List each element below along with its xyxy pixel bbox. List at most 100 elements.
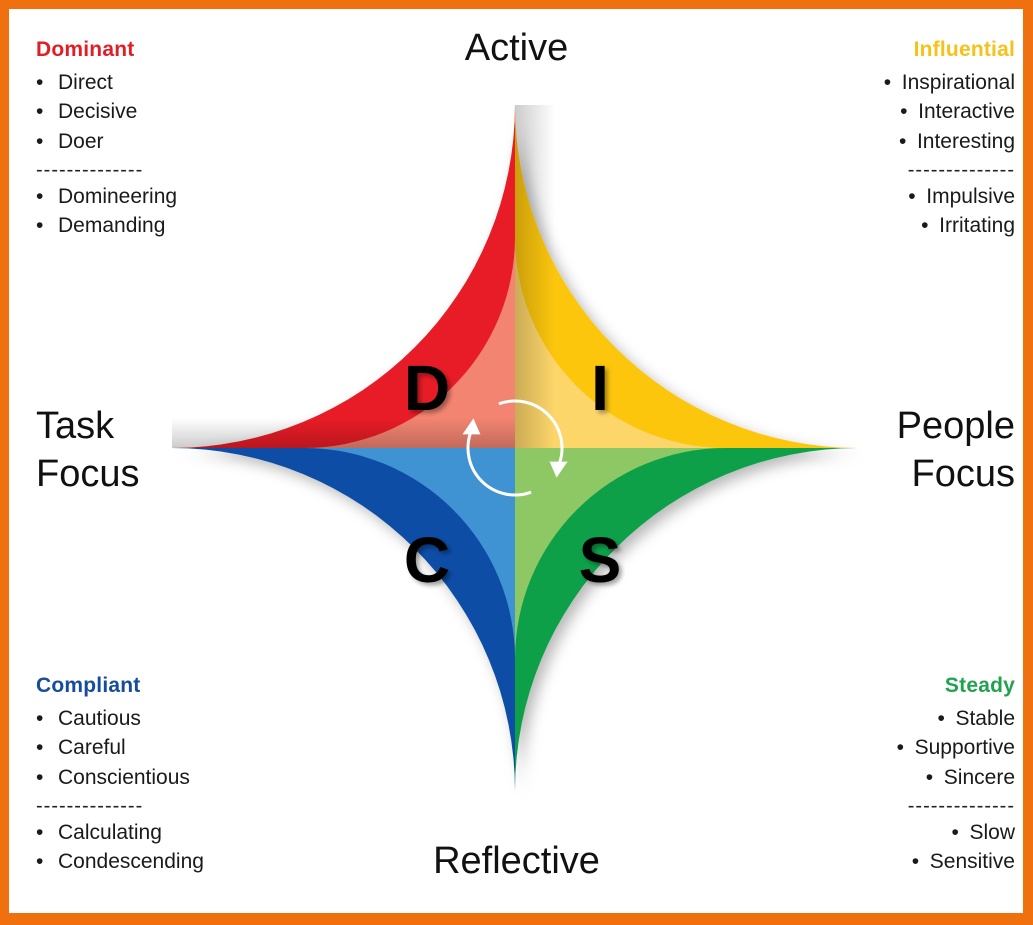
panel-title: Steady [944,674,1015,697]
list-item: •Conscientious [36,763,204,792]
list-item-label: Careful [58,736,126,760]
cycle-arc-upper [498,399,564,465]
arrowhead-down [549,461,568,478]
letter-influential: I [591,352,609,424]
list-item-label: Interactive [918,100,1015,124]
list-item-label: Condescending [58,850,204,874]
axis-label-people-focus: People Focus [897,402,1015,498]
axis-label-task-line1: Task [36,405,115,447]
list-item: • Doer [36,127,177,156]
list-item-label: Impulsive [926,184,1015,208]
list-item: • Cautious [36,704,204,733]
inner-sector-dominant [304,237,515,448]
panel-steady: Steady•Stable•Supportive•Sincere--------… [897,672,1015,876]
panel-title: Influential [913,38,1015,61]
dashed-separator: -------------- [907,794,1015,817]
list-item-label: Cautious [58,707,141,730]
seam-shade-vertical [515,105,555,448]
inner-sector-influential [515,237,726,448]
list-item: • Decisive [36,97,177,126]
ring-label-text: Influential [631,151,788,295]
list-item: •Careful [36,733,204,762]
axis-label-reflective: Reflective [433,840,600,882]
list-item-label: Doer [58,129,104,153]
letter-steady: S [579,524,622,596]
axis-label-active: Active [464,27,569,69]
ring-label-compliant: Compliant [240,598,403,747]
list-item: •Condescending [36,847,204,876]
seam-shade-horizontal [172,418,515,448]
list-item: • Interactive [884,97,1015,126]
list-item-label: Calculating [58,820,162,844]
bullet-icon: • [36,820,44,844]
ring-label-dominant: Dominant [243,151,399,295]
letter-dominant: D [404,352,450,424]
bullet-icon: • [900,100,908,124]
ring-label-influential: Influential [631,151,788,295]
bullet-icon: • [36,184,44,208]
arrowhead-up [462,418,481,435]
dashed-separator: -------------- [36,158,144,181]
panel-title: Dominant [36,38,135,61]
bullet-icon: • [36,765,44,789]
list-item: • Slow [897,818,1015,847]
list-item: • Sensitive [897,847,1015,876]
ring-label-text: Steady [650,619,773,733]
list-item: • Interesting [884,127,1015,156]
list-item: •Impulsive [884,182,1015,211]
bullet-icon: • [937,707,945,730]
list-item-label: Sincere [943,765,1015,789]
axis-label-people-line1: People [896,405,1015,447]
bullet-icon: • [36,100,44,124]
axis-label-task-focus: Task Focus [36,402,139,498]
dashed-separator: -------------- [36,794,144,817]
list-item-label: Slow [969,820,1015,844]
inner-sector-compliant [304,448,515,659]
inner-sector-steady [515,448,726,659]
cycle-arrows-icon [462,399,568,497]
list-item: • Irritating [884,211,1015,240]
list-item-label: Inspirational [901,71,1015,94]
bullet-icon: • [911,850,920,874]
list-item: •Supportive [897,733,1015,762]
list-item-label: Stable [955,707,1015,730]
dashed-separator: -------------- [907,158,1015,181]
bullet-icon: • [896,736,904,760]
panel-dominant: Dominant • Direct • Decisive • Doer -----------… [36,36,177,240]
bullet-icon: • [36,129,44,153]
list-item-label: Decisive [58,100,138,124]
bullet-icon: • [925,765,934,789]
list-item-label: Sensitive [929,850,1015,874]
axis-label-people-line2: Focus [911,453,1015,495]
panel-compliant: Compliant•Cautious•Careful•Conscientious… [36,672,204,876]
list-item: • Domineering [36,182,177,211]
bullet-icon: • [921,214,929,238]
panel-influential: Influential•Inspirational•Interactive•In… [884,36,1015,240]
list-item-label: Domineering [58,184,178,208]
bullet-icon: • [898,129,907,153]
ring-label-text: Dominant [243,151,399,295]
list-item-label: Direct [58,71,113,94]
bullet-icon: • [36,214,44,238]
list-item: •Inspirational [884,68,1015,97]
list-item: • Stable [897,704,1015,733]
list-item: • Calculating [36,818,204,847]
ring-label-steady: Steady [650,619,773,733]
list-item-label: Interesting [916,129,1015,153]
bullet-icon: • [951,820,959,844]
bullet-icon: • [36,71,44,94]
bullet-icon: • [36,707,44,730]
list-item-label: Irritating [939,214,1015,238]
outer-ring-influential [515,105,858,448]
list-item: • Demanding [36,211,177,240]
axis-label-task-line2: Focus [36,453,140,495]
cycle-arc-lower [466,431,532,497]
letter-compliant: C [404,524,450,596]
outer-ring-compliant [172,448,515,791]
list-item: • Direct [36,68,177,97]
list-item-label: Demanding [58,214,166,238]
panel-title: Compliant [36,674,141,697]
outer-ring-steady [515,448,858,791]
list-item: • Sincere [897,763,1015,792]
